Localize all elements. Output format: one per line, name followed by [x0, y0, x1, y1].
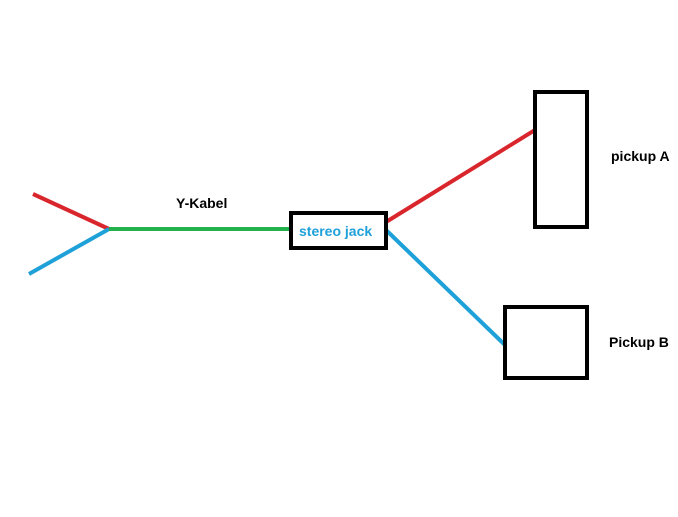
jack-to-pickup-a-wire	[384, 128, 537, 224]
y-cable-blue-branch	[28, 227, 110, 276]
jack-to-pickup-b-wire	[384, 228, 507, 347]
pickup-b-box	[503, 305, 589, 380]
pickup-a-box	[533, 90, 589, 229]
stereo-jack-label: stereo jack	[299, 223, 372, 239]
pickup-a-label: pickup A	[611, 148, 670, 164]
stereo-jack-box	[289, 211, 388, 250]
y-cable-label: Y-Kabel	[176, 195, 227, 211]
pickup-b-label: Pickup B	[609, 334, 669, 350]
y-cable-red-branch	[32, 192, 110, 231]
